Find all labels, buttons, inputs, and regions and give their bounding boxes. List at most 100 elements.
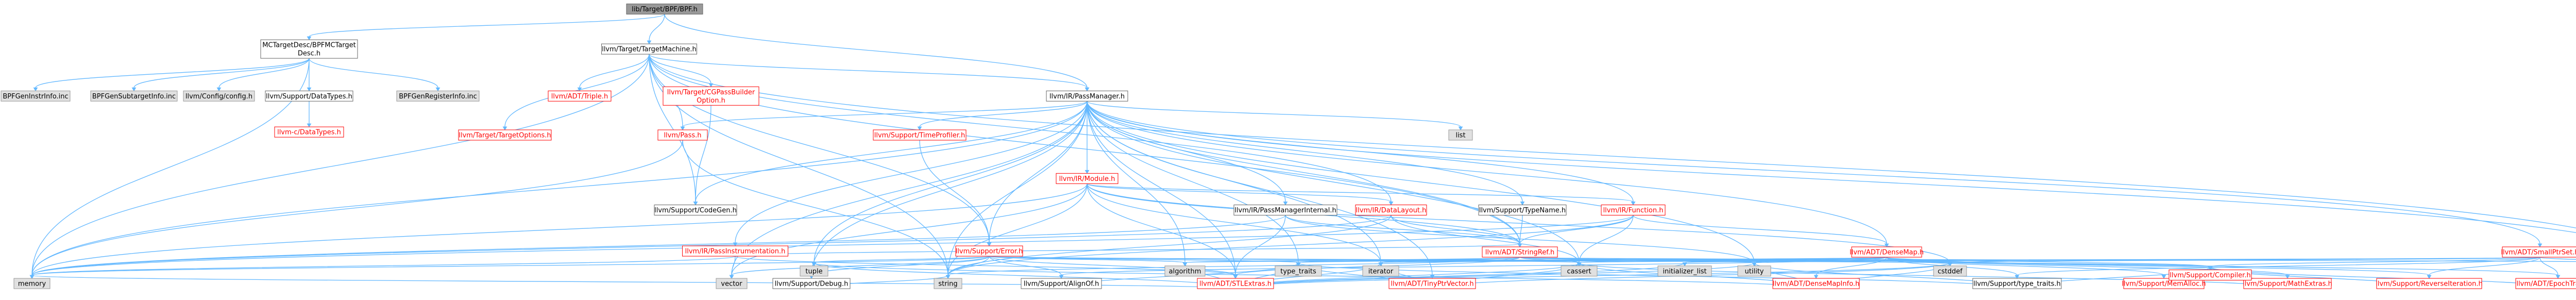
node-pm[interactable]: llvm/IR/PassManager.h xyxy=(1046,90,1128,102)
node-triple[interactable]: llvm/ADT/Triple.h xyxy=(548,90,612,102)
node-label: llvm/IR/Function.h xyxy=(1603,207,1664,214)
node-label: MCTargetDesc/BPFMCTarget xyxy=(262,42,356,49)
node-label: utility xyxy=(1745,268,1764,275)
node-label: llvm/ADT/StringRef.h xyxy=(1485,248,1554,256)
edge-tm-to-pm xyxy=(649,54,1090,92)
node-label: llvm/ADT/Triple.h xyxy=(551,93,608,101)
node-densemap[interactable]: llvm/ADT/DenseMap.h xyxy=(1850,246,1924,258)
node-label: llvm/IR/DataLayout.h xyxy=(1356,207,1427,214)
node-pass[interactable]: llvm/Pass.h xyxy=(657,129,708,141)
node-cstddef: cstddef xyxy=(1933,265,1967,277)
edge-smallptrset-to-typetraits xyxy=(2014,257,2540,279)
node-tinyptr[interactable]: llvm/ADT/TinyPtrVector.h xyxy=(1388,278,1476,289)
edge-tm-to-tgtopts xyxy=(502,54,650,130)
node-cassert: cassert xyxy=(1561,265,1598,277)
node-label: type_traits xyxy=(1280,268,1316,275)
node-label: llvm/Target/CGPassBuilder xyxy=(667,89,755,96)
node-tgtopts[interactable]: llvm/Target/TargetOptions.h xyxy=(458,129,552,141)
edge-mcdesc-to-config xyxy=(216,58,310,92)
node-label: vector xyxy=(721,280,742,288)
node-label: llvm/IR/Module.h xyxy=(1059,175,1115,183)
node-module[interactable]: llvm/IR/Module.h xyxy=(1056,173,1118,184)
edge-pm-to-densemap xyxy=(1087,101,1889,247)
node-label: llvm/Support/Debug.h xyxy=(775,280,849,288)
node-label: llvm/Config/config.h xyxy=(185,93,252,101)
node-label: llvm/IR/PassManager.h xyxy=(1049,93,1125,101)
edge-mcdesc-to-geninstr xyxy=(33,58,310,92)
node-list: list xyxy=(1448,129,1473,141)
edge-bpf-to-pm xyxy=(664,14,1090,92)
node-vector: vector xyxy=(716,278,748,289)
edge-module-to-function xyxy=(1087,183,1636,206)
node-error[interactable]: llvm/Support/Error.h xyxy=(955,245,1023,257)
node-bpf[interactable]: lib/Target/BPF/BPF.h xyxy=(626,4,703,15)
node-label: list xyxy=(1455,131,1465,139)
node-label: llvm/Support/TimeProfiler.h xyxy=(874,131,965,139)
edge-timeprof-to-error xyxy=(919,140,992,246)
node-reverseiter[interactable]: llvm/Support/ReverseIteration.h xyxy=(2376,278,2483,289)
edge-pm-to-module xyxy=(1084,101,1090,174)
node-label: BPFGenInstrInfo.inc xyxy=(3,93,68,101)
node-label: llvm/IR/PassInstrumentation.h xyxy=(685,248,786,256)
edge-stlextras-to-memory xyxy=(29,275,1236,289)
node-label: llvm/Support/Error.h xyxy=(956,248,1023,256)
node-compiler[interactable]: llvm/Support/Compiler.h xyxy=(2168,270,2252,281)
node-label: llvm/Support/AlignOf.h xyxy=(1024,280,1099,288)
node-function[interactable]: llvm/IR/Function.h xyxy=(1601,204,1666,215)
node-smallptrset[interactable]: llvm/ADT/SmallPtrSet.h xyxy=(2501,246,2576,258)
node-label: llvm/Support/Compiler.h xyxy=(2170,272,2250,279)
node-stringref[interactable]: llvm/ADT/StringRef.h xyxy=(1482,246,1558,258)
node-timeprof[interactable]: llvm/Support/TimeProfiler.h xyxy=(873,129,967,141)
node-iterator: iterator xyxy=(1362,265,1399,277)
node-label: initializer_list xyxy=(1663,268,1706,275)
node-densemapinfo[interactable]: llvm/ADT/DenseMapInfo.h xyxy=(1772,278,1860,289)
edges-layer xyxy=(29,13,2576,289)
node-memalloc[interactable]: llvm/Support/MemAlloc.h xyxy=(2122,278,2206,289)
node-codegen[interactable]: llvm/Support/CodeGen.h xyxy=(654,204,737,215)
edge-passinst-to-stringref xyxy=(735,243,1522,257)
node-label: llvm/Target/TargetOptions.h xyxy=(459,131,551,139)
edge-tm-to-memory xyxy=(29,54,650,279)
node-geninstr: BPFGenInstrInfo.inc xyxy=(1,90,71,102)
node-cdatatypes[interactable]: llvm-c/DataTypes.h xyxy=(274,126,344,138)
node-label: iterator xyxy=(1368,268,1394,275)
node-label: llvm/Support/MathExtras.h xyxy=(2243,280,2332,288)
node-mathextras[interactable]: llvm/Support/MathExtras.h xyxy=(2243,278,2332,289)
node-label: llvm/ADT/STLExtras.h xyxy=(1199,280,1272,288)
node-passinst[interactable]: llvm/IR/PassInstrumentation.h xyxy=(682,245,788,257)
edge-smallptrset-to-reverseiter xyxy=(2427,257,2540,279)
node-label: memory xyxy=(18,280,46,288)
node-genreg: BPFGenRegisterInfo.inc xyxy=(396,90,480,102)
node-label: llvm/Support/DataTypes.h xyxy=(266,93,352,101)
node-typetraits[interactable]: llvm/Support/type_traits.h xyxy=(1972,278,2062,289)
edge-module-to-datalayout xyxy=(1087,183,1394,206)
node-tm[interactable]: llvm/Target/TargetMachine.h xyxy=(601,43,697,55)
edge-bpf-to-mcdesc xyxy=(307,13,665,41)
node-stlextras[interactable]: llvm/ADT/STLExtras.h xyxy=(1197,278,1274,289)
edge-smallptrset-to-cstring xyxy=(2539,257,2576,260)
node-label: llvm/Target/TargetMachine.h xyxy=(602,46,697,54)
node-label: llvm/ADT/DenseMapInfo.h xyxy=(1773,280,1859,288)
edge-error-to-vector xyxy=(729,256,990,279)
node-tuple: tuple xyxy=(800,265,828,277)
node-datatypes[interactable]: llvm/Support/DataTypes.h xyxy=(265,90,353,102)
edge-tm-to-triple xyxy=(577,54,650,92)
node-label: llvm/ADT/EpochTracker.h xyxy=(2516,280,2576,288)
node-label: BPFGenSubtargetInfo.inc xyxy=(92,93,176,101)
node-typename[interactable]: llvm/Support/TypeName.h xyxy=(1478,204,1567,215)
node-label: llvm-c/DataTypes.h xyxy=(277,129,341,137)
node-datalayout[interactable]: llvm/IR/DataLayout.h xyxy=(1355,204,1427,215)
node-pminternal[interactable]: llvm/IR/PassManagerInternal.h xyxy=(1233,204,1337,215)
node-alignof[interactable]: llvm/Support/AlignOf.h xyxy=(1021,278,1102,289)
node-label: cassert xyxy=(1567,268,1591,275)
edge-bpf-to-tm xyxy=(647,14,665,45)
node-label: llvm/Support/ReverseIteration.h xyxy=(2376,280,2483,288)
node-debug[interactable]: llvm/Support/Debug.h xyxy=(772,278,851,289)
node-algorithm: algorithm xyxy=(1164,265,1206,277)
node-label: llvm/Support/type_traits.h xyxy=(1973,280,2061,288)
edge-pm-to-typetraits_std xyxy=(1087,101,1301,266)
edge-pm-to-cstring xyxy=(1087,101,2576,233)
node-epochtracker[interactable]: llvm/ADT/EpochTracker.h xyxy=(2515,278,2576,289)
